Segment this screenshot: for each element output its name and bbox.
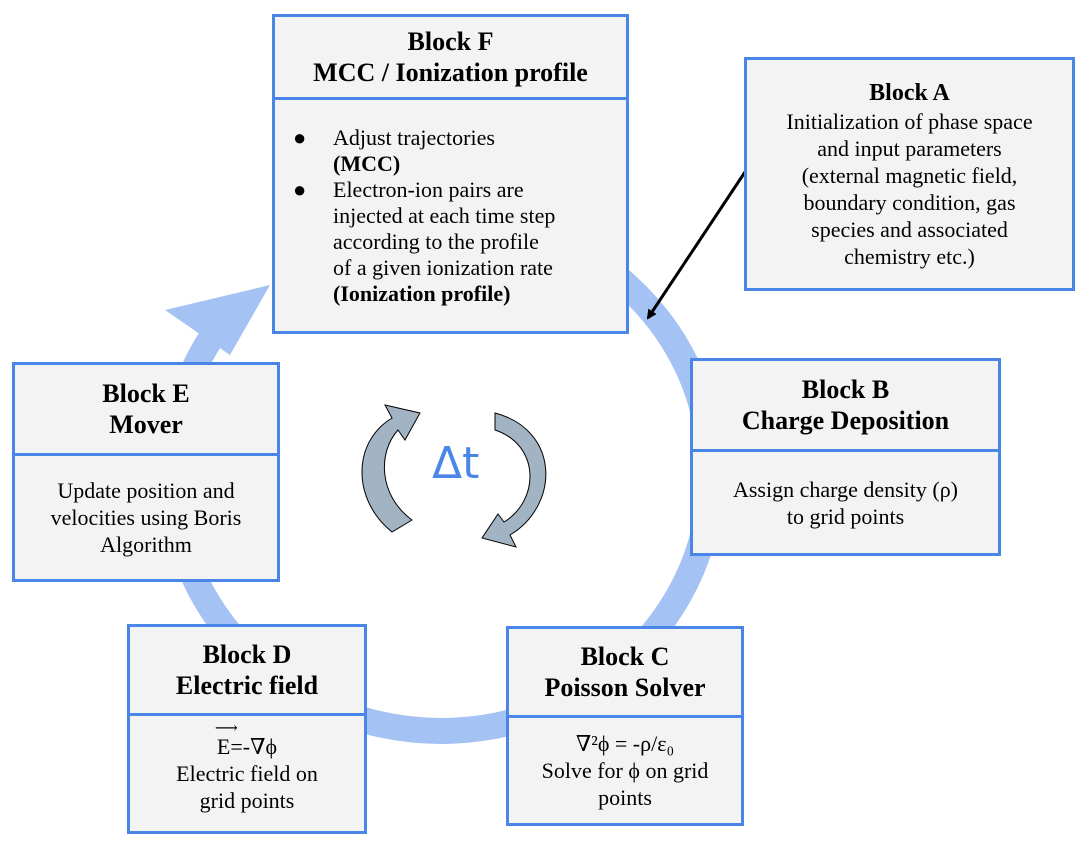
block-f: Block F MCC / Ionization profile ● Adjus… [272, 14, 629, 334]
block-f-title: Block F [407, 27, 494, 56]
block-c: Block C Poisson Solver ∇²ϕ = -ρ/ε₀ Solve… [506, 626, 744, 826]
swirl-right-arrow [481, 412, 547, 548]
block-b-title: Block B [801, 375, 890, 404]
block-b: Block B Charge Deposition Assign charge … [690, 358, 1001, 556]
block-e-header: Block E Mover [15, 365, 277, 456]
block-a-title: Block A [869, 80, 950, 106]
block-d: Block D Electric field ⟶E=-∇ϕ Electric f… [127, 624, 367, 834]
block-b-header: Block B Charge Deposition [693, 361, 998, 452]
block-f-bullet-2: ● Electron-ion pairs are injected at eac… [293, 176, 556, 306]
delta-t-label: Δt [432, 438, 480, 489]
block-b-body: Assign charge density (ρ) to grid points [732, 476, 959, 529]
block-c-equation: ∇²ϕ = -ρ/ε₀ [575, 731, 675, 756]
block-c-body: ∇²ϕ = -ρ/ε₀ Solve for ϕ on grid points [509, 718, 741, 823]
block-e-subtitle: Mover [109, 410, 183, 439]
block-f-body: ● Adjust trajectories (MCC) ● Electron-i… [275, 100, 626, 331]
block-e-body: Update position and velocities using Bor… [50, 478, 242, 557]
block-c-subtitle: Poisson Solver [544, 673, 706, 702]
block-d-title: Block D [202, 640, 292, 669]
block-e: Block E Mover Update position and veloci… [12, 362, 280, 582]
block-a: Block A Initialization of phase space an… [744, 57, 1075, 291]
block-f-bullet-1: ● Adjust trajectories (MCC) [293, 124, 495, 176]
block-c-title: Block C [580, 642, 670, 671]
block-f-subtitle: MCC / Ionization profile [313, 58, 588, 87]
block-d-equation: ⟶E=-∇ϕ [214, 720, 278, 760]
block-d-header: Block D Electric field [130, 627, 364, 716]
cycle-ring-arrowhead [165, 285, 270, 355]
block-c-header: Block C Poisson Solver [509, 629, 741, 718]
block-a-arrow [646, 171, 747, 320]
block-d-body: ⟶E=-∇ϕ Electric field on grid points [130, 716, 364, 831]
block-e-title: Block E [102, 379, 190, 408]
block-a-text: Initialization of phase space and input … [786, 109, 1033, 269]
block-d-subtitle: Electric field [175, 671, 319, 700]
block-b-subtitle: Charge Deposition [741, 406, 950, 435]
block-f-header: Block F MCC / Ionization profile [275, 17, 626, 100]
swirl-left-arrow [361, 404, 421, 533]
